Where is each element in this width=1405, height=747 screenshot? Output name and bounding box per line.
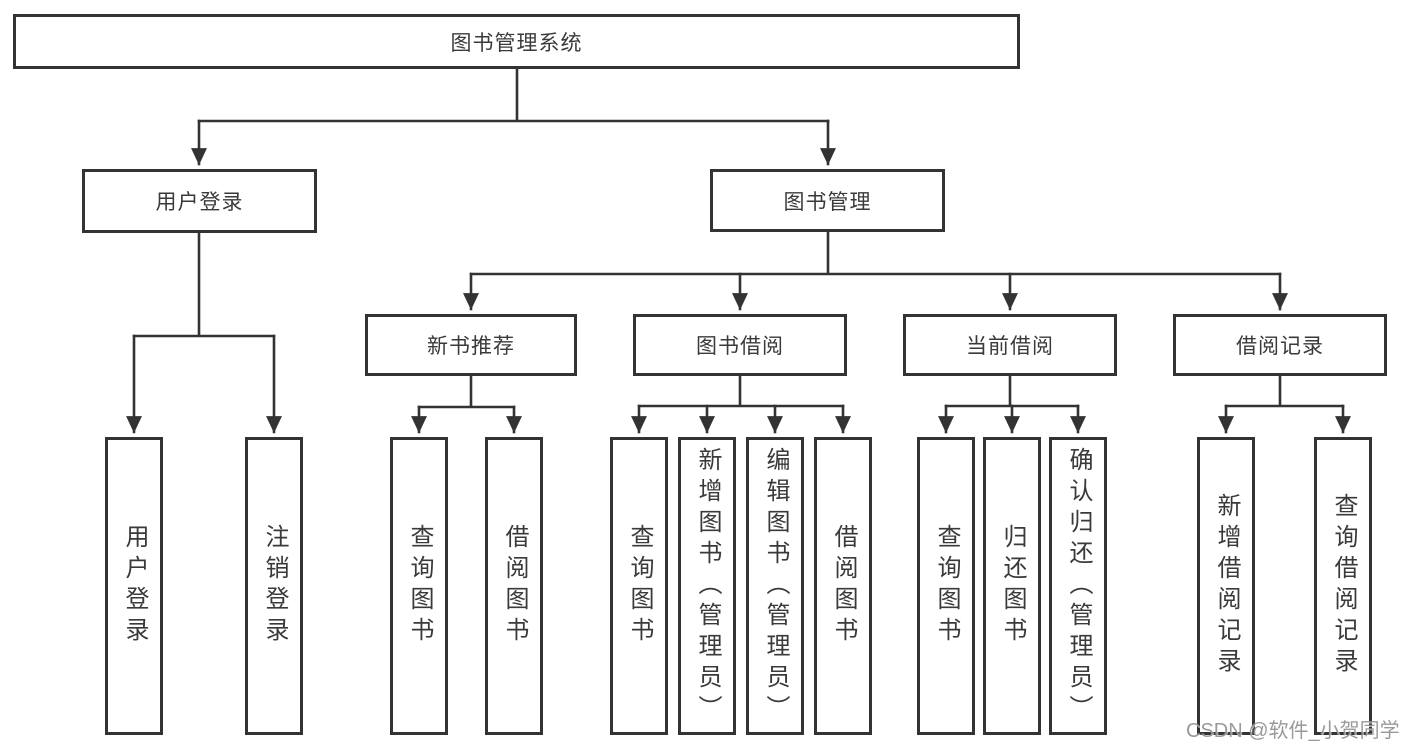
- connector-records-trunk: [1224, 374, 1345, 408]
- node-book-borrow: 图书借阅: [633, 314, 847, 376]
- leaf-recommend-query-books-label: 查询图书: [406, 524, 433, 648]
- leaf-query-borrow-record-label: 查询借阅记录: [1330, 493, 1357, 679]
- connector-current-trunk: [944, 374, 1080, 408]
- leaf-query-borrow-record: 查询借阅记录: [1314, 437, 1372, 735]
- leaf-confirm-return-admin-label: 确认归还（管理员）: [1065, 446, 1092, 726]
- leaf-borrow-books-label: 借阅图书: [830, 524, 857, 648]
- leaf-confirm-return-admin: 确认归还（管理员）: [1049, 437, 1107, 735]
- leaf-borrow-query-books-label: 查询图书: [626, 524, 653, 648]
- leaf-edit-books-admin-label: 编辑图书（管理员）: [762, 446, 789, 726]
- leaf-add-borrow-record-label: 新增借阅记录: [1213, 493, 1240, 679]
- leaf-add-borrow-record: 新增借阅记录: [1197, 437, 1255, 735]
- leaf-recommend-borrow-books: 借阅图书: [485, 437, 543, 735]
- node-user-login: 用户登录: [82, 169, 317, 233]
- leaf-user-login: 用户登录: [105, 437, 163, 735]
- connector-book-management-trunk: [469, 230, 1282, 276]
- leaf-current-query-books: 查询图书: [917, 437, 975, 735]
- leaf-return-books: 归还图书: [983, 437, 1041, 735]
- leaf-add-books-admin: 新增图书（管理员）: [678, 437, 736, 735]
- leaf-user-login-label: 用户登录: [121, 524, 148, 648]
- node-current-borrow: 当前借阅: [903, 314, 1117, 376]
- node-book-management: 图书管理: [710, 169, 945, 232]
- connector-user-login-trunk: [132, 231, 276, 338]
- leaf-current-query-books-label: 查询图书: [933, 524, 960, 648]
- connector-root-trunk: [197, 67, 830, 123]
- node-root: 图书管理系统: [13, 14, 1020, 69]
- leaf-borrow-books: 借阅图书: [814, 437, 872, 735]
- leaf-borrow-query-books: 查询图书: [610, 437, 668, 735]
- node-borrow-records: 借阅记录: [1173, 314, 1387, 376]
- leaf-edit-books-admin: 编辑图书（管理员）: [746, 437, 804, 735]
- leaf-add-books-admin-label: 新增图书（管理员）: [694, 446, 721, 726]
- leaf-logout-login-label: 注销登录: [261, 524, 288, 648]
- connector-borrow-trunk: [637, 374, 845, 408]
- leaf-recommend-query-books: 查询图书: [390, 437, 448, 735]
- leaf-recommend-borrow-books-label: 借阅图书: [501, 524, 528, 648]
- leaf-logout-login: 注销登录: [245, 437, 303, 735]
- connector-recommend-trunk: [417, 374, 516, 409]
- watermark: CSDN @软件_小贺同学: [1186, 720, 1400, 742]
- node-new-book-recommend: 新书推荐: [365, 314, 577, 376]
- leaf-return-books-label: 归还图书: [999, 524, 1026, 648]
